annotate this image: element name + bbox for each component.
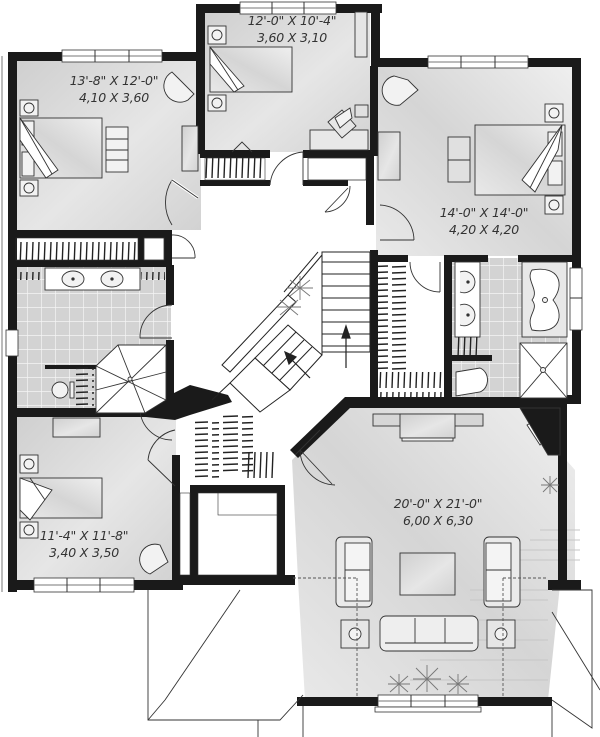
closet-hall-left — [195, 420, 219, 480]
plant — [447, 674, 469, 694]
vanity-double — [20, 267, 165, 291]
window — [61, 49, 163, 63]
stairs-up-arrow — [283, 324, 351, 379]
room-label-family-room: 20'-0" X 21'-0" 6,00 X 6,30 — [374, 495, 502, 529]
sofa — [379, 615, 479, 652]
room-dimensions-imperial: 11'-4" X 11'-8" — [39, 528, 129, 543]
closet-center-right — [307, 157, 367, 181]
doors — [139, 151, 441, 487]
bathtub — [521, 261, 568, 338]
room-dimensions-imperial: 14'-0" X 14'-0" — [439, 205, 529, 220]
windows — [5, 1, 583, 713]
room-label-bedroom-top-left: 13'-8" X 12'-0" 4,10 X 3,60 — [50, 72, 178, 106]
door-closet-center — [324, 185, 351, 213]
door-linen — [171, 234, 196, 259]
beam-lines — [293, 577, 548, 697]
plant — [277, 299, 301, 316]
armchair — [483, 536, 521, 608]
room-label-bedroom-top-center: 12'-0" X 10'-4" 3,60 X 3,10 — [228, 12, 356, 46]
end-table — [340, 619, 370, 649]
window — [239, 1, 337, 15]
toilet — [51, 367, 94, 407]
window — [427, 55, 529, 69]
walk-in-closet-rod-bottom — [378, 372, 444, 397]
closet-linen — [143, 237, 165, 261]
window — [569, 267, 583, 331]
door-master-bedroom — [379, 204, 415, 241]
end-table — [486, 619, 516, 649]
coffee-table — [399, 552, 456, 596]
room-label-bedroom-bottom-left: 11'-4" X 11'-8" 3,40 X 3,50 — [20, 527, 148, 561]
room-label-master-bedroom: 14'-0" X 14'-0" 4,20 X 4,20 — [420, 204, 548, 238]
window — [374, 694, 482, 713]
plant — [388, 674, 410, 694]
room-dimensions-metric: 4,10 X 3,60 — [79, 90, 149, 105]
bed — [19, 71, 199, 197]
room-dimensions-metric: 3,60 X 3,10 — [257, 30, 327, 45]
armchair — [335, 536, 373, 608]
closet-center — [204, 157, 266, 181]
desk-with-chair — [309, 104, 369, 151]
door-shared-bath — [139, 304, 173, 339]
room-dimensions-imperial: 12'-0" X 10'-4" — [247, 13, 337, 28]
furniture — [19, 11, 568, 697]
door-top-left-bedroom — [165, 178, 199, 226]
plant — [413, 665, 441, 692]
toilet — [455, 367, 488, 397]
shelf — [217, 492, 278, 516]
room-dimensions-metric: 3,40 X 3,50 — [49, 545, 119, 560]
door-top-center-bedroom — [269, 151, 304, 186]
interior-walls — [16, 66, 572, 585]
window — [33, 577, 135, 593]
corner-shower — [95, 344, 167, 414]
window — [5, 329, 19, 357]
closets — [15, 157, 444, 576]
room-dimensions-imperial: 20'-0" X 21'-0" — [393, 496, 483, 511]
closet-top-left — [15, 237, 139, 261]
closet-hall-bottom — [245, 450, 275, 478]
plant — [541, 476, 559, 494]
room-dimensions-metric: 4,20 X 4,20 — [449, 222, 519, 237]
door-bottom-left-bedroom — [139, 409, 176, 487]
room-dimensions-imperial: 13'-8" X 12'-0" — [69, 73, 159, 88]
plant — [287, 276, 313, 300]
fireplace — [372, 407, 561, 456]
vanity-double — [454, 261, 481, 355]
bed — [207, 11, 369, 153]
bed — [377, 75, 566, 215]
plants — [277, 276, 559, 694]
room-dimensions-metric: 6,00 X 6,30 — [403, 513, 473, 528]
walk-in-closet-rod-left — [378, 262, 406, 372]
door-walk-in-closet — [409, 261, 441, 293]
stairs — [211, 251, 371, 413]
roof-lines — [147, 589, 600, 737]
shower — [519, 342, 568, 399]
closet-bottom-left-bedroom — [179, 492, 191, 576]
bed — [19, 417, 169, 575]
door-family-room — [294, 429, 336, 486]
